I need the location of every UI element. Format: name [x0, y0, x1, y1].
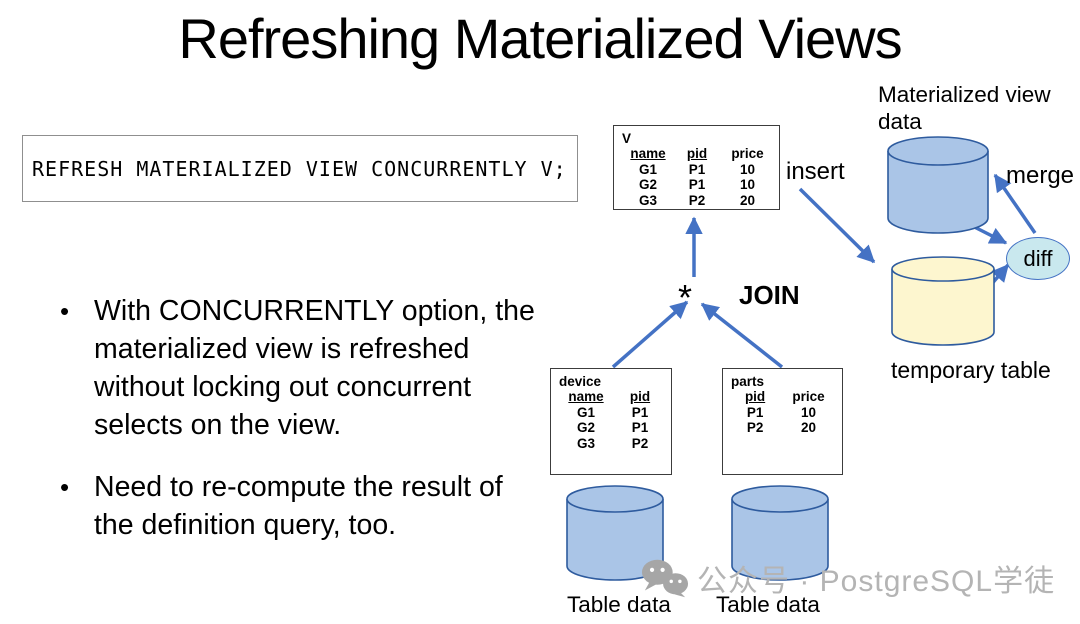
cell: G2: [576, 420, 595, 435]
table-data-cylinder-right: [731, 485, 829, 581]
cell: G2: [639, 177, 658, 192]
cell: P2: [746, 420, 764, 435]
watermark: 公众号 · PostgreSQL学徒: [641, 556, 1055, 600]
sql-code-box: REFRESH MATERIALIZED VIEW CONCURRENTLY V…: [22, 135, 578, 202]
cell: 10: [739, 161, 755, 177]
device-table: device name pid G1 P1 G2 P1 G3 P2: [550, 368, 672, 475]
temporary-table-label: temporary table: [891, 357, 1051, 383]
cell: G1: [576, 404, 595, 420]
bullet-text: Need to re-compute the result of the def…: [94, 471, 503, 541]
table-data-label-left: Table data: [567, 592, 671, 617]
bullet-item: • Need to re-compute the result of the d…: [60, 468, 550, 544]
cell: 20: [801, 420, 817, 435]
table-row: G2 P1 10: [622, 177, 775, 193]
table-row: G3 P2 20: [622, 193, 775, 209]
temporary-table-cylinder: [891, 256, 995, 346]
device-table-title: device: [559, 374, 602, 389]
join-label: JOIN: [739, 280, 800, 310]
cell: P1: [688, 161, 706, 177]
table-row: P1 10: [731, 405, 838, 421]
cell: G3: [576, 435, 595, 451]
cylinder-body: [887, 151, 989, 234]
table-row: G2 P1: [559, 420, 667, 436]
materialized-view-cylinder: [887, 136, 989, 234]
table-row: P2 20: [731, 420, 838, 436]
table-row: G1 P1: [559, 405, 667, 421]
insert-label: insert: [786, 158, 845, 185]
cell: G3: [639, 192, 658, 208]
cell: P2: [688, 192, 706, 208]
join-star-symbol: *: [678, 277, 693, 318]
diff-node: diff: [1006, 237, 1070, 280]
cell: P2: [631, 435, 649, 451]
materialized-view-data-label: Materialized view data: [878, 82, 1051, 134]
bullet-marker: •: [60, 472, 70, 502]
view-v-table: V name pid price G1 P1 10 G2 P1 10 G3 P2…: [613, 125, 780, 210]
parts-table: parts pid price P1 10 P2 20: [722, 368, 843, 475]
device-grid: name pid G1 P1 G2 P1 G3 P2: [559, 389, 667, 451]
column-header: pid: [686, 146, 708, 161]
table-data-cylinder-left: [566, 485, 664, 581]
cell: 10: [801, 404, 817, 420]
cylinder-top: [891, 256, 995, 282]
bullet-text: With CONCURRENTLY option, the materializ…: [94, 295, 535, 441]
slide-title: Refreshing Materialized Views: [178, 7, 902, 70]
wechat-icon: [641, 559, 689, 598]
cylinder-body: [891, 269, 995, 346]
cylinder-top: [731, 485, 829, 513]
cell: P1: [688, 177, 706, 192]
parts-grid: pid price P1 10 P2 20: [731, 389, 838, 436]
cell: P1: [631, 420, 649, 435]
column-header: price: [792, 389, 825, 404]
parts-table-title: parts: [731, 374, 765, 389]
cell: 20: [739, 192, 755, 208]
bullet-marker: •: [60, 296, 70, 326]
arrow-insert-to-temp: [798, 187, 876, 264]
column-header: pid: [629, 389, 651, 404]
view-v-grid: name pid price G1 P1 10 G2 P1 10 G3 P2 2…: [622, 146, 775, 208]
arrow-parts-to-join: [700, 302, 784, 369]
table-row: G1 P1 10: [622, 162, 775, 178]
bullet-item: • With CONCURRENTLY option, the material…: [60, 292, 550, 444]
arrow-device-to-join: [611, 300, 689, 369]
table-data-label-right: Table data: [716, 592, 820, 617]
watermark-text: 公众号 · PostgreSQL学徒: [697, 565, 1056, 598]
column-header: name: [568, 389, 604, 404]
column-header: price: [731, 146, 764, 161]
cell: 10: [739, 177, 755, 192]
view-v-title: V: [622, 131, 632, 146]
table-row: G3 P2: [559, 436, 667, 452]
column-header: name: [630, 146, 666, 161]
sql-statement: REFRESH MATERIALIZED VIEW CONCURRENTLY V…: [32, 156, 567, 181]
bullet-list: • With CONCURRENTLY option, the material…: [60, 292, 550, 568]
cell: P1: [631, 404, 649, 420]
column-header: pid: [744, 389, 766, 404]
merge-label: merge: [1006, 162, 1075, 189]
diff-label: diff: [1023, 245, 1053, 271]
cylinder-body: [731, 499, 829, 581]
cell: G1: [639, 161, 658, 177]
cylinder-top: [566, 485, 664, 513]
cylinder-top: [887, 136, 989, 166]
cell: P1: [746, 404, 764, 420]
